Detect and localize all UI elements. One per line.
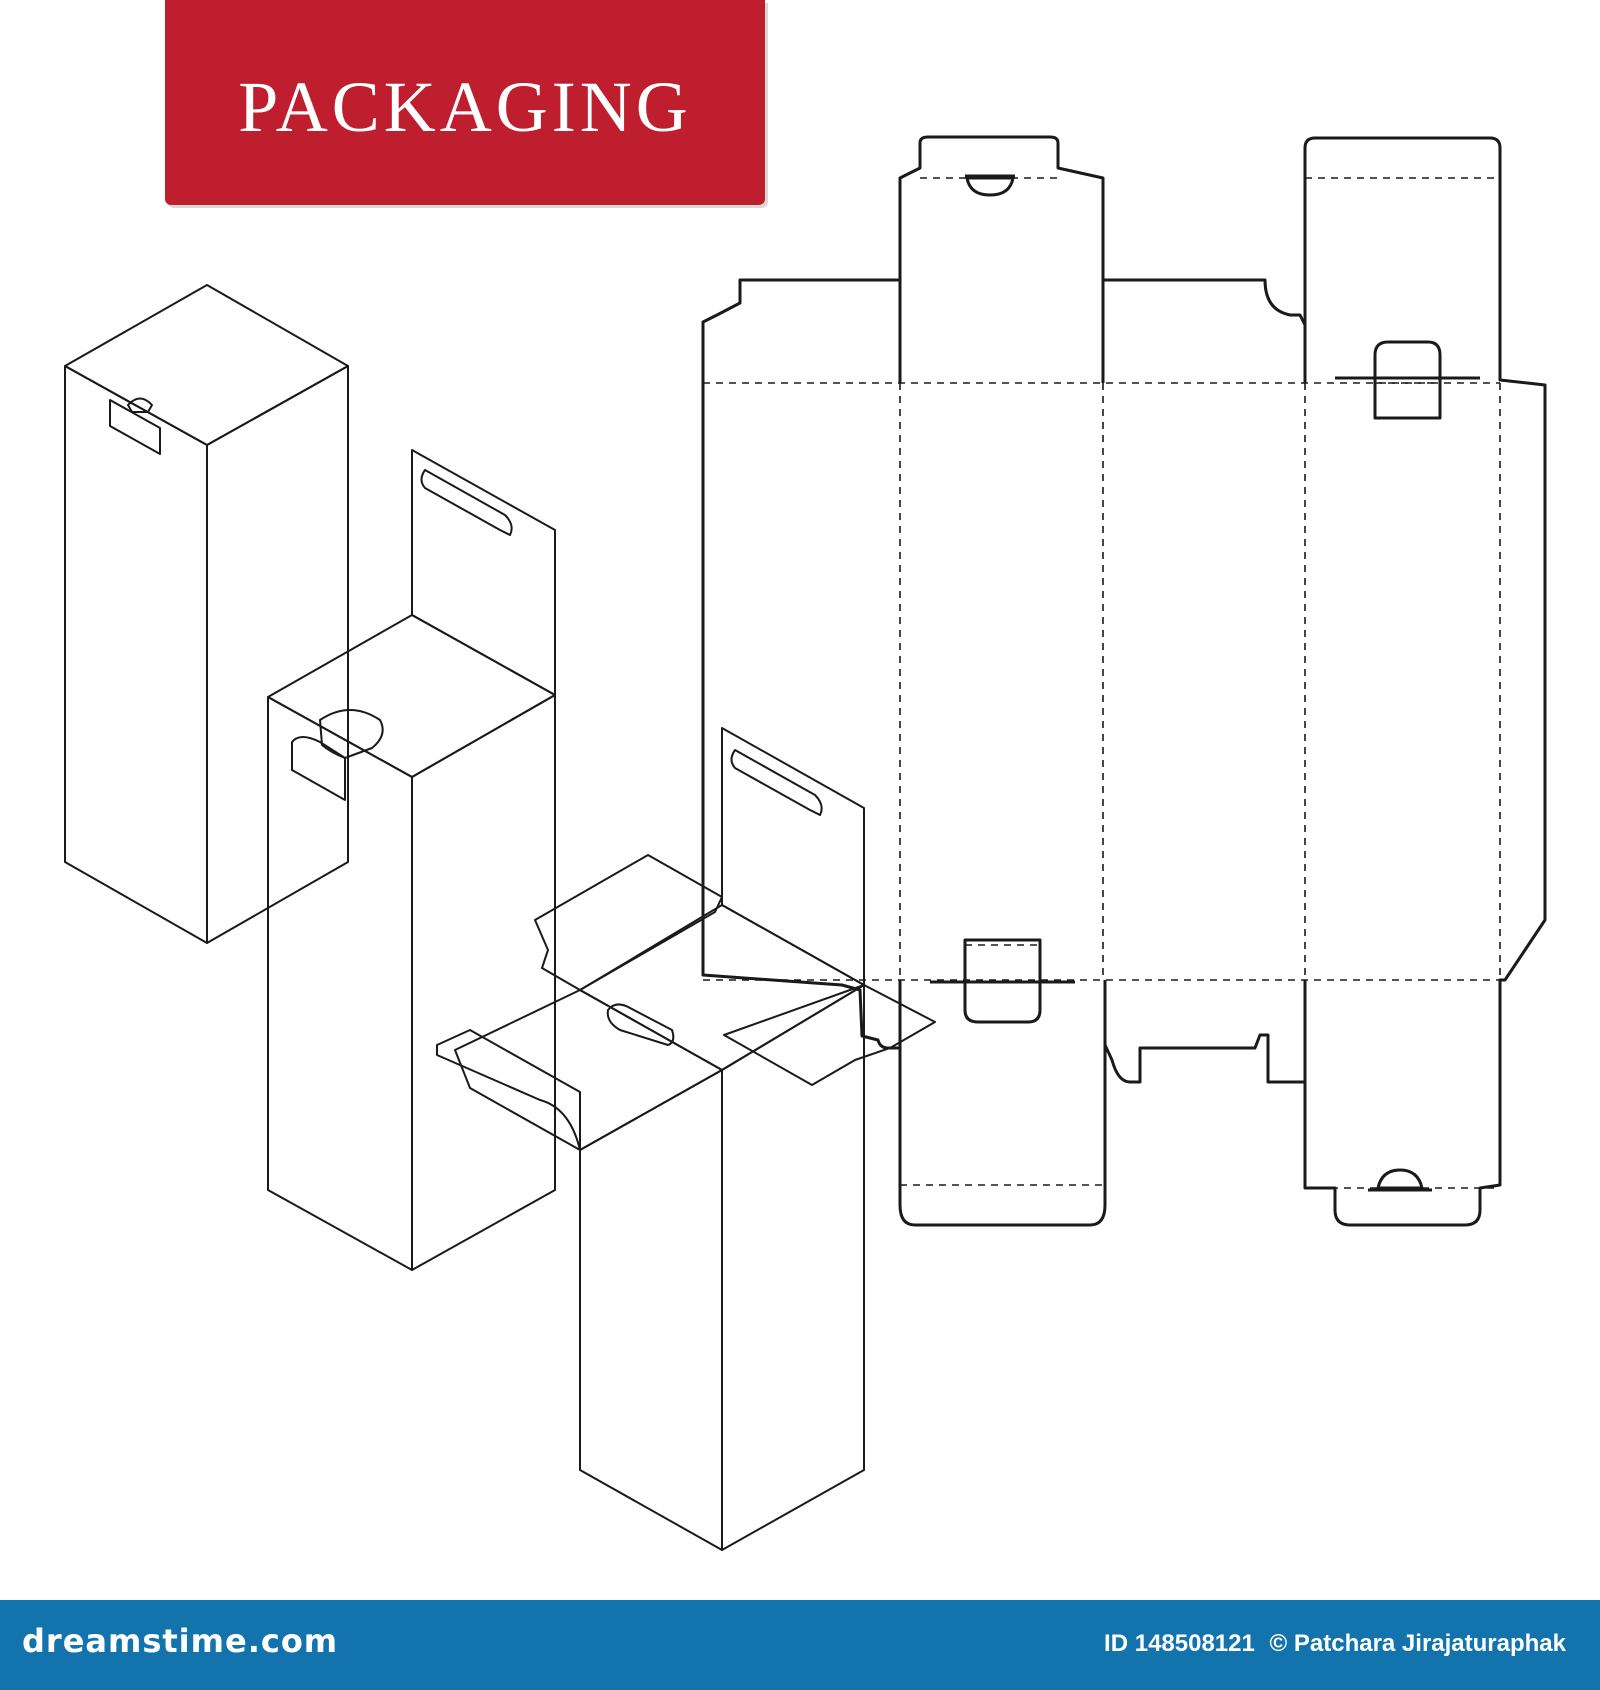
footer-bar: dreamstime.com ID 148508121 © Patchara J… (0, 1600, 1600, 1690)
open-box (436, 727, 936, 1551)
open-box-tuck-tongue (436, 1029, 581, 1151)
closed-box-tuck-slot (109, 399, 161, 455)
open-box-right-face (721, 984, 865, 1551)
top-thumb-notch (965, 176, 1015, 197)
bottom-lock-tab (963, 938, 1042, 1024)
open-box-flap-slot (730, 749, 823, 816)
closed-box-left-face (64, 365, 208, 944)
half-open-box-tuck-tab (319, 709, 384, 759)
half-open-box-flap-slot (420, 469, 513, 536)
open-box-front-slot (606, 1003, 675, 1046)
open-box-front-flap (454, 989, 723, 1151)
closed-box (64, 284, 349, 944)
image-id: ID 148508121 (1104, 1630, 1255, 1657)
title-text: PACKAGING (238, 67, 692, 147)
half-open-box-top-opening (267, 614, 556, 778)
closed-box-tuck-tab (127, 397, 153, 413)
open-box-left-face (579, 1069, 723, 1551)
footer-logo[interactable]: dreamstime.com (22, 1622, 339, 1660)
title-banner: PACKAGING (165, 0, 765, 205)
copyright: © Patchara Jirajaturaphak (1269, 1630, 1566, 1657)
open-box-back-flap (721, 727, 865, 986)
closed-box-right-face (206, 365, 349, 944)
open-box-left-dust-flap (534, 854, 723, 991)
packaging-drawing (64, 135, 1547, 1551)
half-open-box (267, 449, 556, 1271)
half-open-box-right-face (411, 694, 556, 1271)
footer-credit: ID 148508121 © Patchara Jirajaturaphak (1104, 1630, 1574, 1658)
top-lock-tab (1373, 340, 1442, 420)
dieline (701, 135, 1547, 1227)
dieline-outer-cut (701, 135, 1547, 1227)
bottom-thumb-notch (1376, 1168, 1424, 1190)
open-box-right-dust-flap (723, 984, 936, 1086)
half-open-box-side-tab (291, 736, 346, 801)
closed-box-top-face (64, 284, 349, 446)
open-box-top-square (579, 904, 865, 1071)
half-open-box-back-flap (411, 449, 556, 696)
half-open-box-left-face (267, 696, 413, 1271)
